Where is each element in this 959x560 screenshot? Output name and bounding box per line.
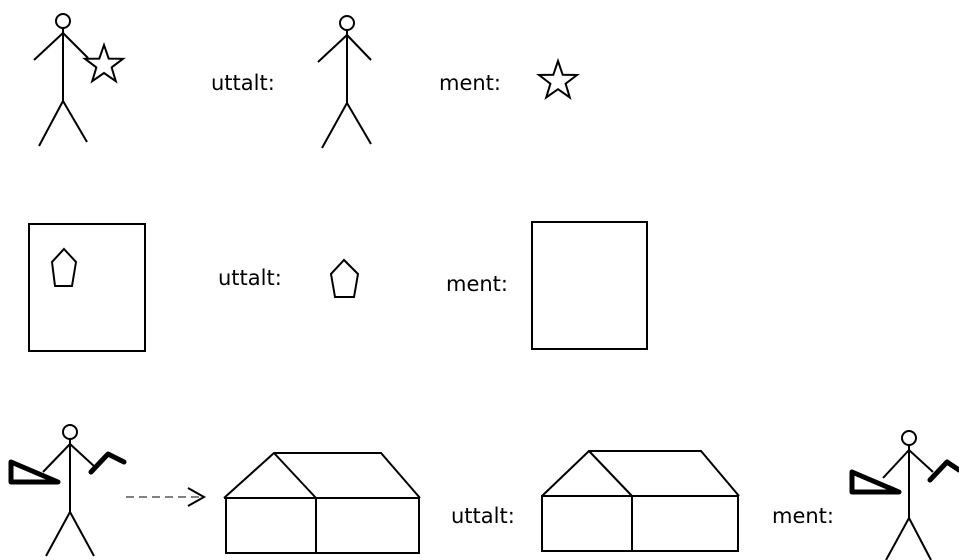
- meant-label: ment:: [446, 274, 508, 295]
- row1-meant-star: [539, 61, 577, 98]
- star-icon: [539, 61, 577, 98]
- stick-figure-icon: [318, 16, 371, 148]
- stick-figure-icon: [43, 425, 95, 556]
- row3-person-with-tools: [11, 425, 124, 556]
- meant-label: ment:: [772, 506, 834, 527]
- row3-house: [224, 453, 420, 553]
- dashed-arrow-icon: [126, 488, 204, 506]
- said-label: uttalt:: [218, 268, 282, 289]
- house-icon: [224, 453, 420, 553]
- row2-frame-with-pentagon: [29, 224, 145, 351]
- stick-figure-icon: [34, 14, 88, 146]
- square-frame: [532, 222, 647, 349]
- set-square-icon: [852, 472, 899, 492]
- star-icon: [85, 45, 123, 81]
- pentagon-icon: [331, 260, 358, 297]
- said-label: uttalt:: [451, 506, 515, 527]
- set-square-icon: [930, 462, 959, 480]
- pentagon-icon: [52, 249, 76, 286]
- set-square-icon: [91, 454, 124, 472]
- row3-said-house: [542, 451, 739, 551]
- house-icon: [542, 451, 739, 551]
- meant-label: ment:: [439, 73, 501, 94]
- row1-person-with-star: [34, 14, 123, 146]
- said-label: uttalt:: [211, 73, 275, 94]
- row2-meant-frame: [532, 222, 647, 349]
- row3-meant-person-with-tools: [852, 431, 959, 560]
- row2-said-pentagon: [331, 260, 358, 297]
- stick-figure-icon: [883, 431, 933, 560]
- row1-said-person: [318, 16, 371, 148]
- square-frame: [29, 224, 145, 351]
